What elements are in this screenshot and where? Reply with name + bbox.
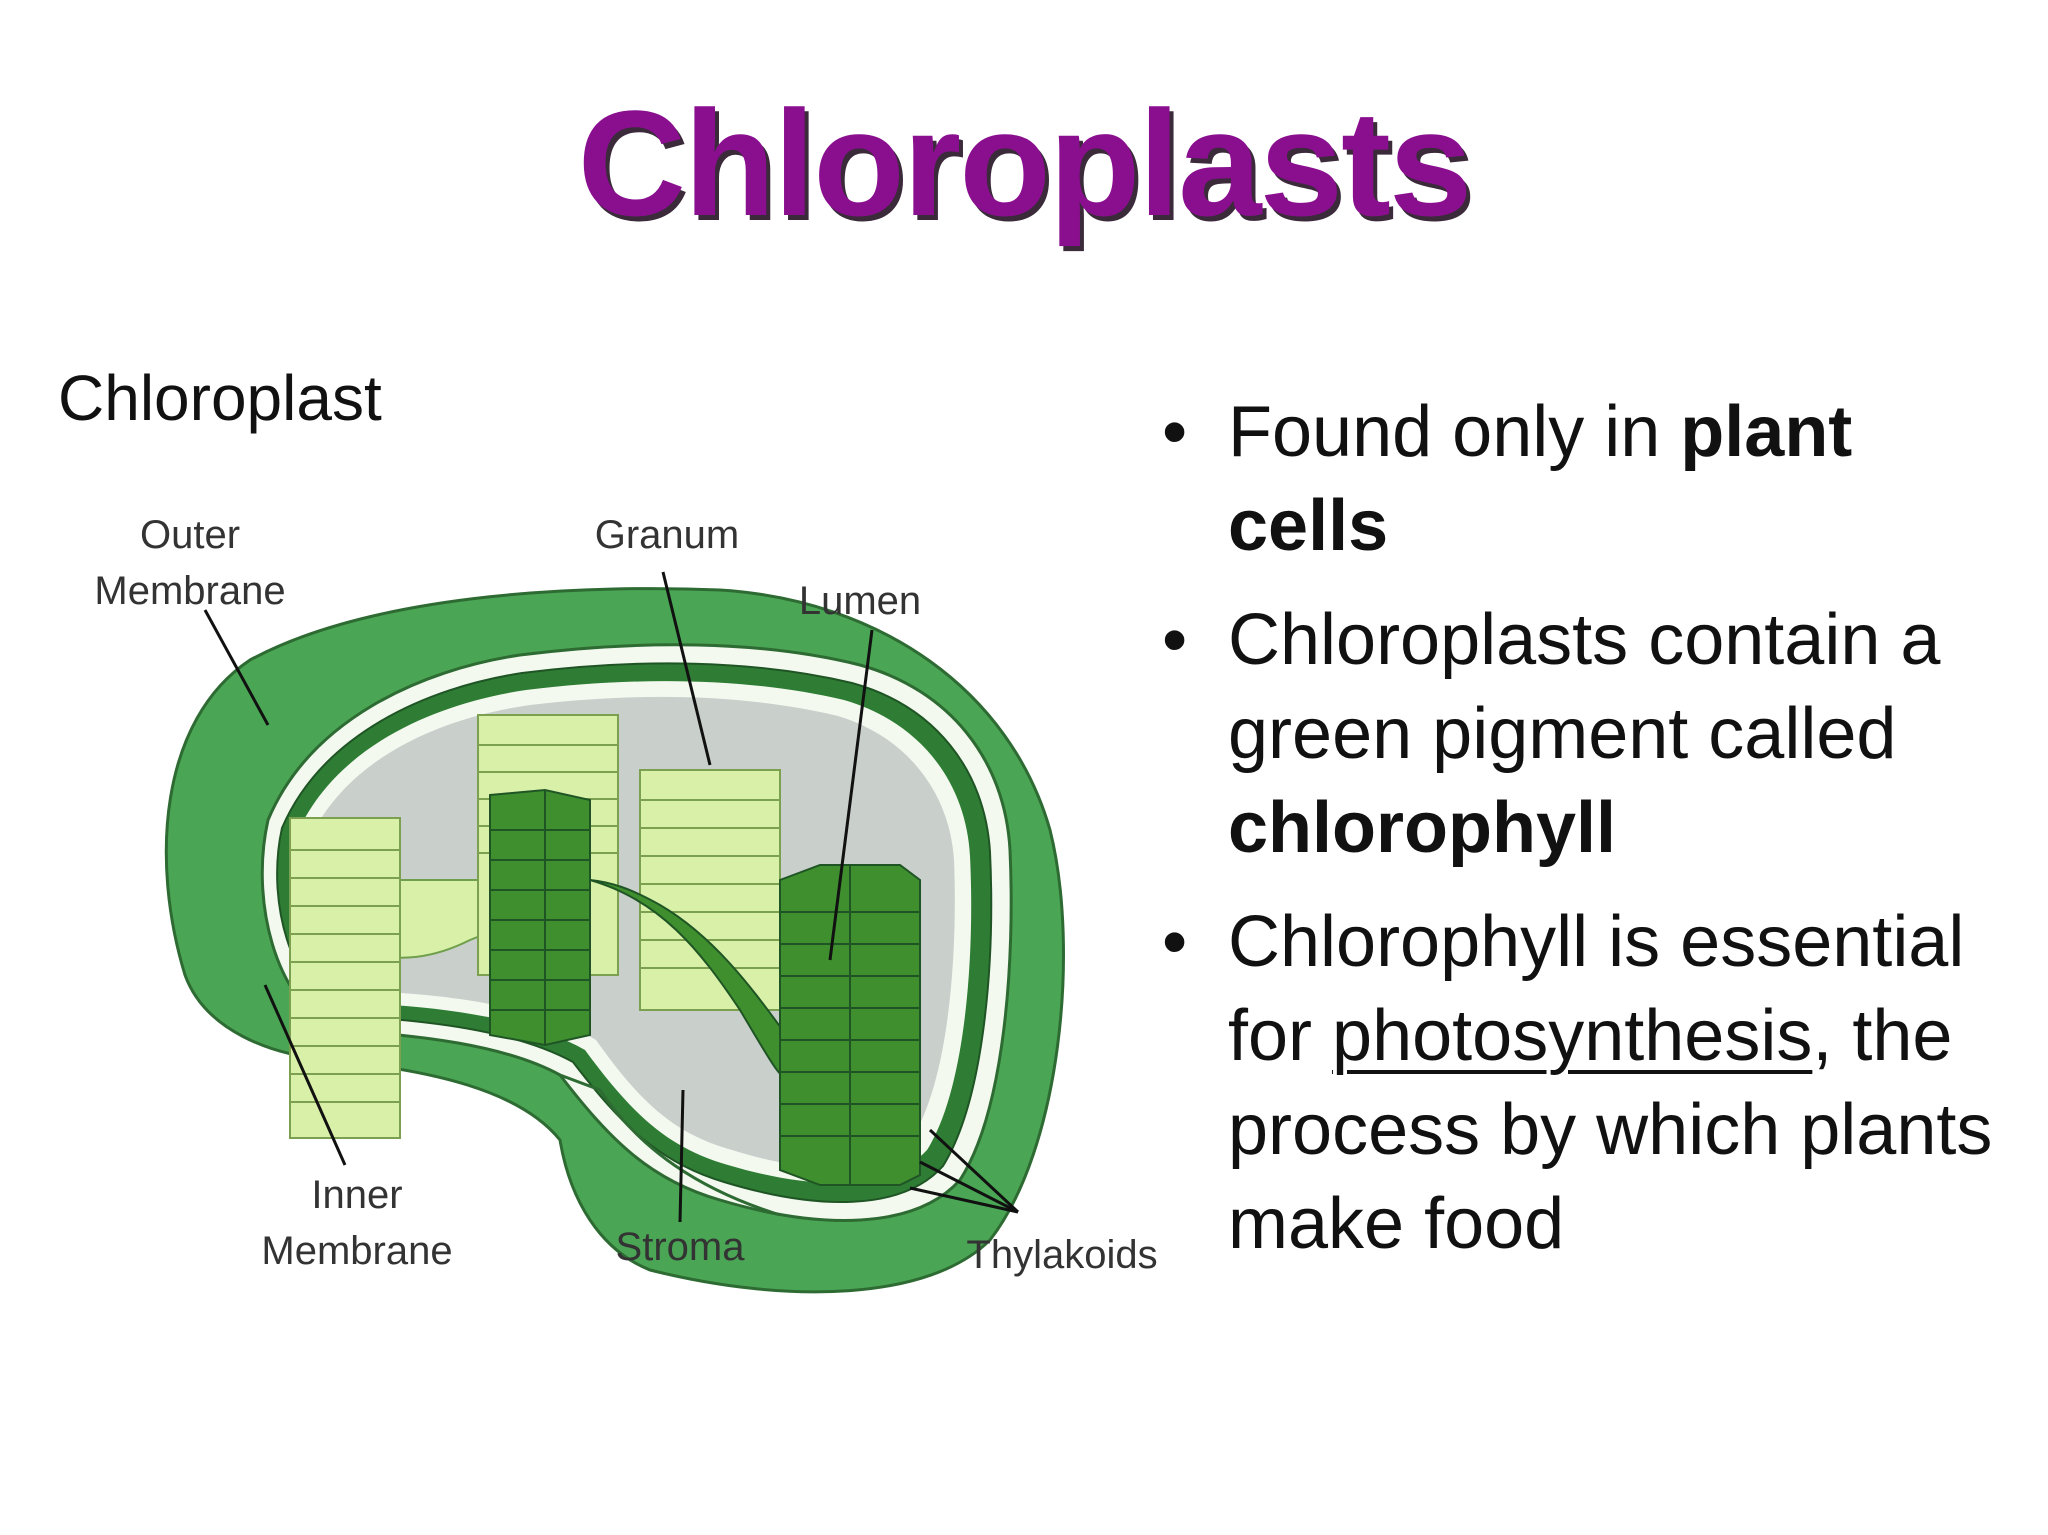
label-outer-membrane-line2: Membrane [94,569,285,613]
label-lumen: Lumen [799,579,921,623]
bullet-dot: • [1162,895,1187,989]
bullet-underlined-text: photosynthesis [1332,996,1812,1076]
granum-left [290,818,400,1138]
bullet-dot: • [1162,593,1187,687]
label-outer-membrane-line1: Outer [140,513,240,557]
bullet-dot: • [1162,385,1187,479]
bullet-item: • Chloroplasts contain a green pigment c… [1140,593,2020,875]
bullet-text: Found only in [1228,392,1680,472]
label-inner-membrane-line2: Membrane [261,1229,452,1273]
label-thylakoids: Thylakoids [966,1233,1157,1277]
bullet-bold-text: chlorophyll [1228,788,1616,868]
bullet-item: • Chlorophyll is essential for photosynt… [1140,895,2020,1271]
granum-middle [640,770,780,1010]
granum-right-dark [780,865,920,1185]
bullet-text: Chloroplasts contain a green pigment cal… [1228,600,1940,774]
label-stroma: Stroma [616,1225,746,1269]
bullet-list: • Found only in plant cells • Chloroplas… [1140,385,2020,1291]
bullet-item: • Found only in plant cells [1140,385,2020,573]
label-granum: Granum [595,513,740,557]
label-inner-membrane-line1: Inner [311,1173,402,1217]
granum-cut-dark [490,790,590,1045]
